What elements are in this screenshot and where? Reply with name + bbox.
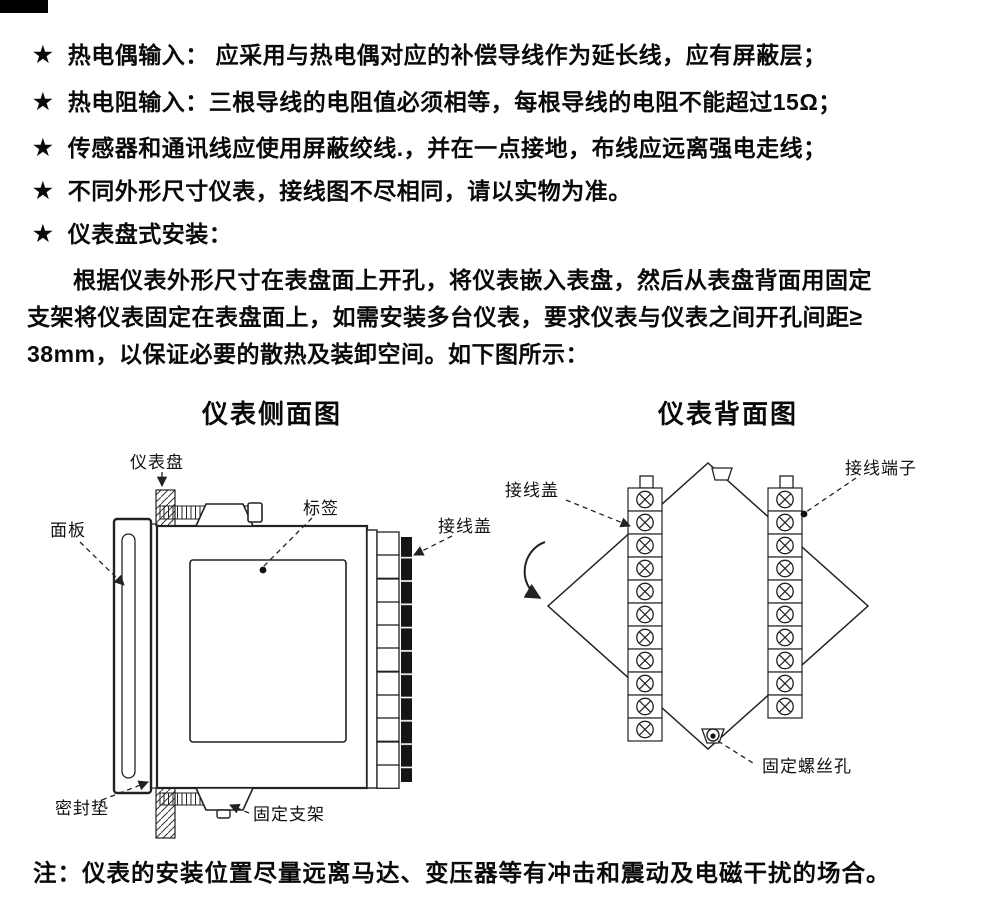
side-view-diagram: 仪表盘 面板 标签 接线盖 密封垫 固定支架 [50,453,492,839]
screw-cell [767,625,803,650]
screw-cell [767,648,803,673]
terminal-cell [376,647,400,672]
screw-cell [627,556,663,581]
terminal-rail [366,529,378,789]
star-bullet-icon: ★ [33,221,53,246]
scan-edge-bar [0,0,48,13]
terminal-label: 接线端子 [845,459,917,478]
screw-cell [627,717,663,742]
side-view-title: 仪表侧面图 [201,400,342,429]
terminal-cell [376,601,400,626]
terminal-leader-dot [800,510,808,518]
bracket-label: 固定支架 [253,805,325,824]
screw-cell [627,671,663,696]
bullet-panel-mount: ★ 仪表盘式安装： [33,219,232,249]
screw-cell [767,671,803,696]
screw-cell [627,694,663,719]
back-view-title: 仪表背面图 [657,400,798,429]
screw-hole-leader [717,740,757,766]
fixing-bracket-bottom [194,787,255,811]
screw-cell [627,533,663,558]
star-bullet-icon: ★ [33,135,53,160]
top-center-tab [711,467,733,481]
back-terminal-cover-label: 接线盖 [505,481,559,500]
terminal-cell [376,764,400,789]
screw-cell [627,602,663,627]
screw-cell [767,556,803,581]
bracket-leader [229,803,250,814]
fixing-bracket-top [194,503,255,527]
bullet-sensor-wiring: ★ 传感器和通讯线应使用屏蔽绞线.，并在一点接地，布线应远离强电走线； [33,133,827,163]
front-panel-label: 面板 [50,521,86,540]
bullet-text: 不同外形尺寸仪表，接线图不尽相同，请以实物为准。 [67,178,632,204]
terminal-cover-notches [401,537,412,782]
tag-leader-dot [259,566,267,574]
screw-nut-top [247,502,263,523]
screw-cell [627,579,663,604]
tag-label: 标签 [303,499,339,518]
paragraph-line: 38mm，以保证必要的散热及装卸空间。如下图所示： [27,341,589,367]
screw-cell [767,579,803,604]
terminal-cell [376,624,400,649]
right-column-tab [779,475,794,489]
terminal-cell [376,741,400,766]
screw-cell [767,487,803,512]
bullet-dimension-note: ★ 不同外形尺寸仪表，接线图不尽相同，请以实物为准。 [33,176,632,206]
terminal-column-left [627,487,663,742]
bullet-text: 热电偶输入： 应采用与热电偶对应的补偿导线作为延长线，应有屏蔽层； [67,42,827,68]
star-bullet-icon: ★ [33,42,53,67]
screw-cell [627,510,663,535]
front-panel-leader [79,541,125,586]
screw-cell [627,487,663,512]
rotated-case-outline [546,461,870,751]
terminal-leader [805,477,857,513]
screw-cell [767,694,803,719]
terminal-cell [376,671,400,696]
screw-hole-dot [710,733,716,739]
terminal-ladder [376,531,400,789]
front-bezel-slot [121,533,136,779]
screw-cell [627,625,663,650]
left-column-tab [639,475,654,489]
back-terminal-cover-leader [565,499,631,528]
screw-hole-label: 固定螺丝孔 [762,757,852,776]
terminal-cell [376,717,400,742]
terminal-cell [376,694,400,719]
bullet-text: 热电阻输入：三根导线的电阻值必须相等，每根导线的电阻不能超过15Ω； [67,89,842,115]
screw-cell [627,648,663,673]
screw-nut-bottom [216,809,231,819]
terminal-cell [376,531,400,556]
gasket-label: 密封垫 [55,799,109,818]
back-view-diagram: 接线盖 接线端子 固定螺丝孔 [505,459,917,776]
front-bezel [112,517,153,795]
tag-leader [261,517,313,569]
bullet-rtd: ★ 热电阻输入：三根导线的电阻值必须相等，每根导线的电阻不能超过15Ω； [33,87,842,117]
mounting-paragraph: 根据仪表外形尺寸在表盘面上开孔，将仪表嵌入表盘，然后从表盘背面用固定 支架将仪表… [27,262,977,373]
star-bullet-icon: ★ [33,178,53,203]
screw-cell [767,602,803,627]
screw-cell [767,533,803,558]
bullet-text: 传感器和通讯线应使用屏蔽绞线.，并在一点接地，布线应远离强电走线； [67,135,827,161]
terminal-cell [376,578,400,603]
terminal-cover-leader [413,535,453,556]
terminal-cell [376,554,400,579]
panel-board-label: 仪表盘 [130,453,184,472]
installation-diagrams: 仪表盘 面板 标签 接线盖 密封垫 固定支架 [50,453,917,839]
terminal-cover-label: 接线盖 [438,517,492,536]
bullet-thermocouple: ★ 热电偶输入： 应采用与热电偶对应的补偿导线作为延长线，应有屏蔽层； [33,40,827,70]
terminal-column-right [767,487,803,719]
bullet-text: 仪表盘式安装： [67,221,233,247]
paragraph-line: 支架将仪表固定在表盘面上，如需安装多台仪表，要求仪表与仪表之间开孔间距≥ [27,304,863,330]
paragraph-line: 根据仪表外形尺寸在表盘面上开孔，将仪表嵌入表盘，然后从表盘背面用固定 [73,267,872,293]
star-bullet-icon: ★ [33,89,53,114]
bottom-note: 注：仪表的安装位置尽量远离马达、变压器等有冲击和震动及电磁干扰的场合。 [33,860,891,886]
label-area [189,559,347,743]
rotation-arrow [523,541,546,599]
screw-cell [767,510,803,535]
